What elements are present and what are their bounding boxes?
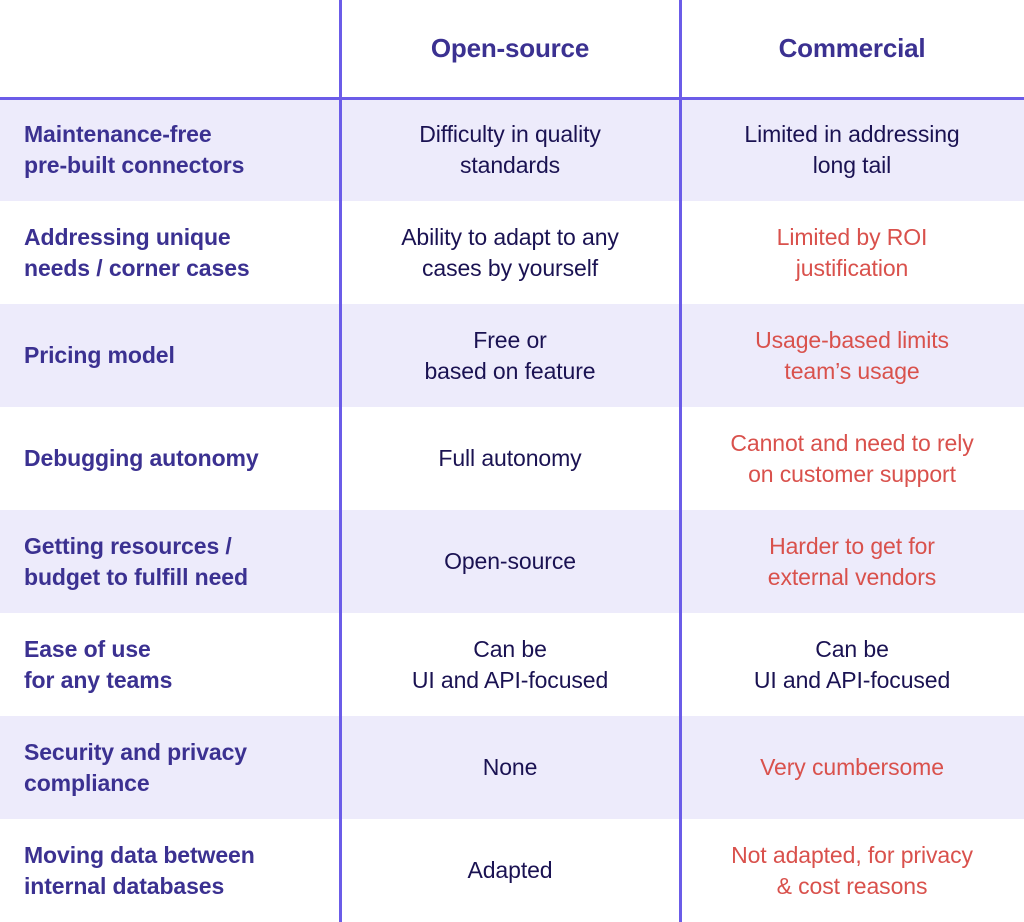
table-cell-criterion: Pricing model — [0, 304, 340, 407]
commercial-value: Limited by ROI justification — [776, 223, 928, 281]
open-source-value: Ability to adapt to any cases by yoursel… — [401, 223, 619, 281]
table-cell-criterion: Debugging autonomy — [0, 407, 340, 510]
table-cell-open-source: Can be UI and API-focused — [340, 613, 680, 716]
criterion-label: Pricing model — [24, 342, 175, 369]
table-cell-criterion: Addressing unique needs / corner cases — [0, 201, 340, 304]
table-cell-open-source: Open-source — [340, 510, 680, 613]
table-cell-commercial: Harder to get for external vendors — [680, 510, 1024, 613]
criterion-label: Addressing unique needs / corner cases — [24, 224, 250, 281]
criterion-label: Debugging autonomy — [24, 445, 259, 472]
table-cell-open-source: Adapted — [340, 819, 680, 922]
open-source-value: Adapted — [467, 857, 553, 884]
commercial-value: Can be UI and API-focused — [753, 635, 951, 693]
table-cell-commercial: Limited in addressing long tail — [680, 98, 1024, 201]
commercial-value: Usage-based limits team’s usage — [755, 326, 949, 384]
table-cell-criterion: Ease of use for any teams — [0, 613, 340, 716]
table-cell-open-source: Full autonomy — [340, 407, 680, 510]
table-cell-open-source: Difficulty in quality standards — [340, 98, 680, 201]
table-cell-criterion: Security and privacy compliance — [0, 716, 340, 819]
table-cell-commercial: Usage-based limits team’s usage — [680, 304, 1024, 407]
column-header-open-source-label: Open-source — [430, 33, 590, 64]
commercial-value: Limited in addressing long tail — [744, 120, 960, 178]
criterion-label: Security and privacy compliance — [24, 739, 247, 796]
criterion-label: Maintenance-free pre-built connectors — [24, 121, 245, 178]
table-cell-criterion: Getting resources / budget to fulfill ne… — [0, 510, 340, 613]
table-corner-cell — [0, 0, 340, 98]
criterion-label: Ease of use for any teams — [24, 636, 173, 693]
open-source-value: Free or based on feature — [424, 326, 596, 384]
table-cell-open-source: Ability to adapt to any cases by yoursel… — [340, 201, 680, 304]
commercial-value: Not adapted, for privacy & cost reasons — [731, 841, 973, 899]
criterion-label: Moving data between internal databases — [24, 842, 255, 899]
column-header-open-source: Open-source — [340, 0, 680, 98]
table-cell-criterion: Maintenance-free pre-built connectors — [0, 98, 340, 201]
table-cell-commercial: Limited by ROI justification — [680, 201, 1024, 304]
column-header-commercial: Commercial — [680, 0, 1024, 98]
table-cell-commercial: Very cumbersome — [680, 716, 1024, 819]
commercial-value: Cannot and need to rely on customer supp… — [730, 429, 974, 487]
commercial-value: Very cumbersome — [760, 754, 944, 781]
column-header-commercial-label: Commercial — [778, 33, 926, 64]
table-cell-commercial: Can be UI and API-focused — [680, 613, 1024, 716]
open-source-value: None — [482, 754, 538, 781]
commercial-value: Harder to get for external vendors — [767, 532, 937, 590]
open-source-value: Can be UI and API-focused — [411, 635, 609, 693]
open-source-value: Open-source — [444, 548, 576, 575]
table-cell-open-source: None — [340, 716, 680, 819]
table-cell-criterion: Moving data between internal databases — [0, 819, 340, 922]
criterion-label: Getting resources / budget to fulfill ne… — [24, 533, 248, 590]
table-cell-open-source: Free or based on feature — [340, 304, 680, 407]
open-source-value: Difficulty in quality standards — [419, 120, 601, 178]
table-cell-commercial: Cannot and need to rely on customer supp… — [680, 407, 1024, 510]
table-cell-commercial: Not adapted, for privacy & cost reasons — [680, 819, 1024, 922]
open-source-value: Full autonomy — [438, 445, 582, 472]
